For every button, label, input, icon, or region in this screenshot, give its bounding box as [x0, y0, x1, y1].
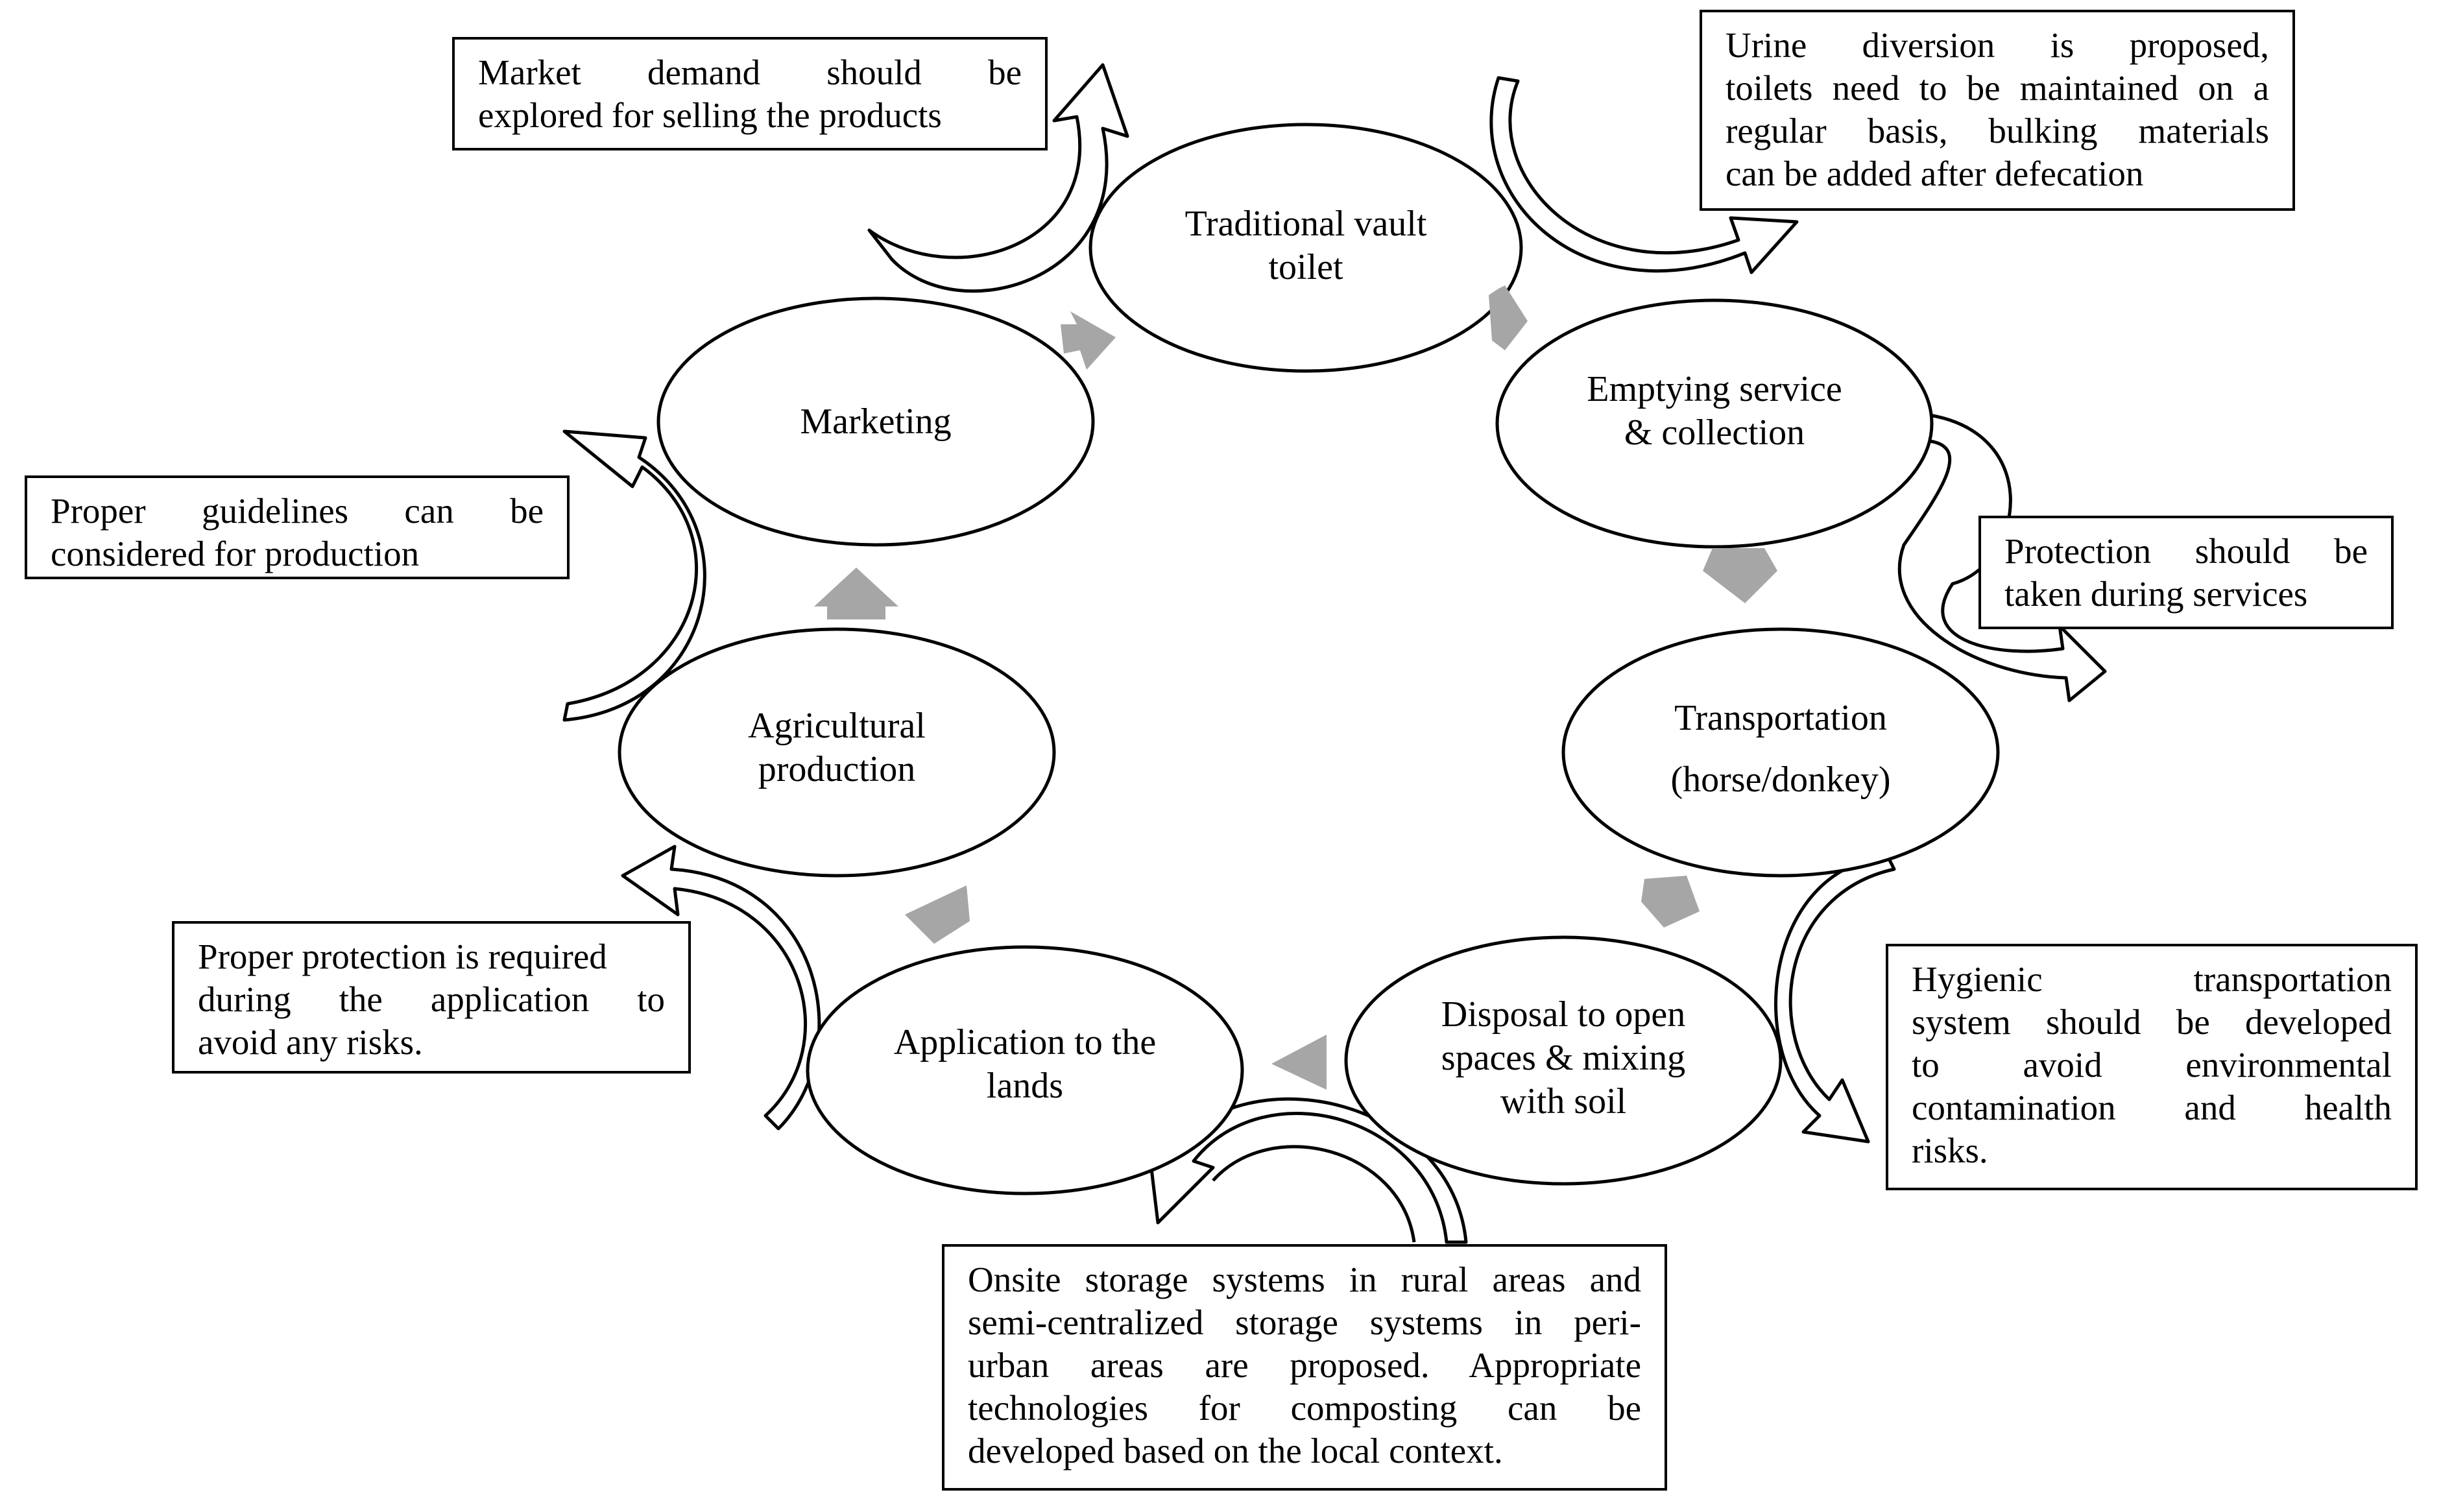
- label-disposal-3: with soil: [1500, 1081, 1626, 1122]
- note-hygienic-line-5: risks.: [1912, 1131, 1988, 1170]
- label-agri-1: Agricultural: [748, 706, 926, 746]
- flow-arrow-disposal-to-application: [1271, 1035, 1327, 1090]
- note-proper-guidelines: Proper guidelines can be considered for …: [25, 475, 570, 579]
- note-protection-application-line-1: Proper protection is required: [198, 937, 607, 976]
- flow-arrow-emptying-to-transport: [1703, 548, 1777, 603]
- note-hygienic-line-3: to avoid environmental: [1912, 1045, 2392, 1085]
- label-disposal-2: spaces & mixing: [1441, 1038, 1685, 1078]
- flow-arrow-toilet-to-emptying: [1489, 285, 1528, 350]
- note-onsite-storage: Onsite storage systems in rural areas an…: [942, 1244, 1667, 1491]
- note-onsite-line-3: urban areas are proposed. Appropriate: [968, 1345, 1641, 1385]
- note-onsite-line-5: developed based on the local context.: [968, 1431, 1503, 1470]
- label-marketing: Marketing: [800, 402, 951, 442]
- flow-arrow-transport-to-disposal: [1641, 876, 1700, 928]
- note-guidelines-line-1: Proper guidelines can be: [51, 491, 544, 531]
- label-disposal-1: Disposal to open: [1441, 994, 1685, 1035]
- curved-arrow-hygienic: [1774, 854, 1896, 1144]
- note-hygienic-line-1: Hygienic transportation: [1912, 959, 2392, 999]
- note-onsite-line-2: semi-centralized storage systems in peri…: [968, 1302, 1641, 1342]
- label-transport-1: Transportation: [1674, 698, 1887, 738]
- flow-arrow-agri-to-marketing: [814, 568, 898, 619]
- note-hygienic-transportation: Hygienic transportation system should be…: [1886, 944, 2418, 1190]
- note-urine-line-1: Urine diversion is proposed,: [1726, 25, 2269, 65]
- note-market-line-2: explored for selling the products: [478, 95, 942, 135]
- label-emptying-1: Emptying service: [1587, 369, 1842, 409]
- label-toilet-1: Traditional vault: [1185, 204, 1427, 244]
- curved-arrow-urine: [1489, 76, 1799, 274]
- note-onsite-line-4: technologies for composting can be: [968, 1388, 1641, 1428]
- node-disposal: [1344, 935, 1783, 1186]
- note-hygienic-line-4: contamination and health: [1912, 1088, 2392, 1127]
- curved-arrow-guidelines: [562, 429, 706, 722]
- node-agricultural-production: [618, 627, 1056, 878]
- note-market-line-1: Market demand should be: [478, 53, 1022, 92]
- flow-arrow-marketing-to-toilet: [1061, 311, 1116, 370]
- note-protection-services: Protection should be taken during servic…: [1978, 516, 2394, 629]
- label-emptying-2: & collection: [1624, 413, 1805, 453]
- node-traditional-vault-toilet: [1088, 123, 1523, 373]
- label-application-2: lands: [987, 1066, 1063, 1106]
- node-emptying-service: [1495, 298, 1934, 549]
- label-toilet-2: toilet: [1268, 247, 1343, 287]
- note-guidelines-line-2: considered for production: [51, 534, 420, 573]
- label-application-1: Application to the: [894, 1022, 1156, 1062]
- note-market-demand: Market demand should be explored for sel…: [452, 37, 1048, 150]
- node-application-to-lands: [806, 945, 1244, 1195]
- flow-arrow-application-to-agri: [905, 885, 970, 944]
- curved-arrow-market: [867, 63, 1129, 293]
- label-transport-2: (horse/donkey): [1670, 760, 1890, 800]
- note-protection-application: Proper protection is required during the…: [172, 921, 691, 1074]
- node-transportation: [1561, 627, 2000, 878]
- node-marketing: [656, 296, 1095, 547]
- note-protection-services-line-2: taken during services: [2004, 574, 2308, 614]
- note-urine-diversion: Urine diversion is proposed, toilets nee…: [1700, 10, 2295, 211]
- note-protection-application-line-3: avoid any risks.: [198, 1022, 423, 1062]
- note-onsite-line-1: Onsite storage systems in rural areas an…: [968, 1260, 1641, 1299]
- note-urine-line-3: regular basis, bulking materials: [1726, 111, 2269, 150]
- note-protection-services-line-1: Protection should be: [2004, 531, 2368, 571]
- curved-arrow-onsite-inner: [1212, 1145, 1416, 1243]
- label-agri-2: production: [758, 749, 916, 789]
- note-urine-line-4: can be added after defecation: [1726, 154, 2144, 193]
- note-urine-line-2: toilets need to be maintained on a: [1726, 68, 2269, 108]
- note-protection-application-line-2: during the application to: [198, 979, 665, 1019]
- note-hygienic-line-2: system should be developed: [1912, 1002, 2392, 1042]
